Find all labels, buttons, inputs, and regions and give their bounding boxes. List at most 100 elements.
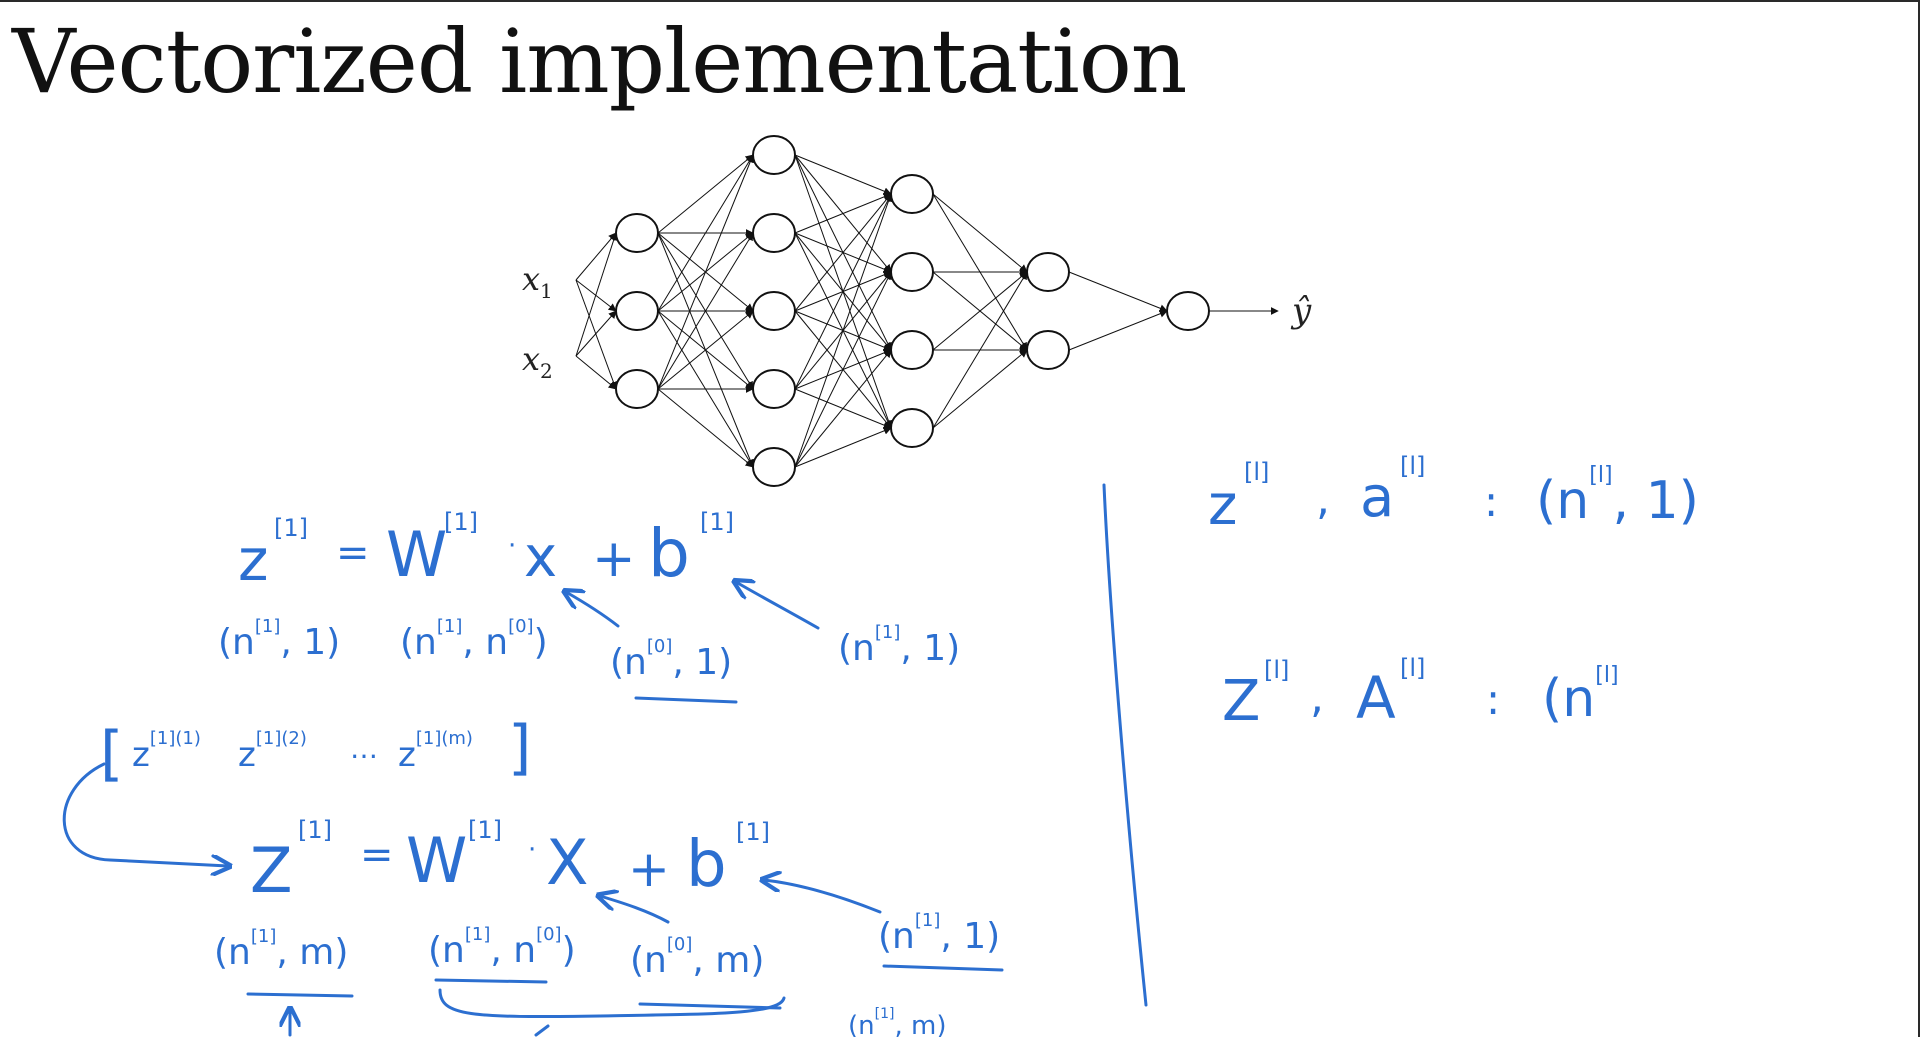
neuron-l3-0 [1026, 252, 1070, 292]
edge-l2-3-1 [932, 349, 1028, 429]
eq1-w-sup: [1] [444, 508, 478, 536]
edge-l0-2-0 [657, 154, 754, 390]
eq2-equals: = [360, 832, 394, 878]
edge-l0-1-0 [657, 154, 754, 312]
neuron-l3-1 [1026, 330, 1070, 370]
eq2-b: b [686, 828, 727, 902]
edge-l0-2-4 [657, 388, 754, 468]
arrow-up-partial [534, 1024, 550, 1037]
underline-dim1-x [634, 696, 738, 704]
right1-dim: (n[l], 1) [1536, 463, 1699, 531]
neuron-l2-2 [890, 330, 934, 370]
dim1-b: (n[1], 1) [838, 622, 960, 669]
arrow-stack-to-Z [62, 762, 228, 866]
neuron-l2-0 [890, 174, 934, 214]
stack-z1: z[1](1) [132, 728, 201, 775]
eq1-b: b [648, 515, 690, 592]
neuron-l1-3 [752, 369, 796, 409]
eq1-w: W [386, 518, 447, 591]
edge-l1-0-0 [794, 154, 892, 195]
neuron-l4-0 [1166, 291, 1210, 331]
edge-l1-2-0 [794, 193, 892, 312]
arrow-x-dim [566, 592, 620, 628]
dim-bottom-partial: (n[1], m) [848, 1006, 946, 1037]
neuron-l0-0 [615, 213, 659, 253]
right2-A-sup: [l] [1400, 654, 1425, 682]
neuron-l1-4 [752, 447, 796, 487]
eq2-w-sup: [1] [468, 816, 502, 844]
dim2-W: (n[1], n[0]) [428, 924, 576, 971]
eq1-plus: + [592, 529, 636, 589]
eq2-w: W [406, 824, 467, 897]
equation-vectorized: Z [1] = W [1] · X + b [1] [250, 816, 770, 907]
edge-l1-4-1 [794, 271, 892, 468]
edge-l2-0-0 [932, 193, 1028, 273]
stack-dots: … [350, 732, 378, 765]
edge-l0-0-0 [657, 154, 754, 234]
equation-single-example: z [1] = W [1] · x + b [1] [238, 508, 734, 594]
edge-l1-4-0 [794, 193, 893, 468]
right1-z-sup: [l] [1244, 458, 1269, 486]
eq1-x: x [524, 525, 557, 590]
arrow-X-dim [600, 896, 670, 924]
underline-dim2-Z [246, 992, 354, 998]
right1-a-sup: [l] [1400, 452, 1425, 480]
right2-comma: , [1310, 672, 1324, 723]
edge-l2-3-0 [932, 271, 1028, 429]
neuron-l1-0 [752, 135, 796, 175]
eq2-X: X [546, 826, 588, 899]
eq1-z: z [238, 526, 268, 594]
right1-comma: , [1316, 474, 1330, 525]
dim2-X: (n[0], m) [630, 934, 764, 981]
neuron-l1-2 [752, 291, 796, 331]
eq2-b-sup: [1] [736, 818, 770, 846]
underline-dim2-X [638, 1002, 782, 1010]
underline-dim2-W [434, 978, 548, 984]
dims-row-single: (n[1], 1) (n[1], n[0]) (n[0], 1) (n[1], … [218, 582, 960, 704]
slide-title: Vectorized implementation [12, 10, 1187, 113]
edge-l1-3-0 [794, 193, 892, 390]
input-edge-0-2 [575, 279, 618, 390]
dim1-x: (n[0], 1) [610, 636, 732, 683]
divider-line [1102, 483, 1148, 1007]
network-nodes [615, 135, 1210, 487]
eq1-equals: = [336, 530, 370, 576]
arrow-b2-dim [764, 880, 882, 914]
right1-colon: : [1484, 477, 1498, 526]
edge-l1-1-0 [794, 193, 892, 234]
arrow-b-dim [736, 582, 820, 630]
input-edge-1-1 [575, 310, 617, 357]
edge-l1-4-2 [794, 349, 892, 468]
eq1-dot: · [508, 531, 516, 561]
eq1-b-sup: [1] [700, 508, 734, 536]
input-edge-0-0 [575, 232, 617, 281]
right2-Z: Z [1222, 669, 1260, 734]
stack-open-bracket: [ [100, 719, 123, 789]
underline-dim2-b [882, 964, 1004, 972]
eq1-z-sup: [1] [274, 514, 308, 542]
stack-close-bracket: ] [508, 713, 531, 783]
input-edge-1-2 [575, 355, 617, 390]
edge-l0-2-2 [657, 310, 754, 390]
neuron-l2-3 [890, 408, 934, 448]
right2-dim: (n[l] [1542, 663, 1619, 729]
eq2-Z-sup: [1] [298, 816, 332, 844]
edge-l1-4-3 [794, 427, 892, 468]
edge-l3-0-0 [1068, 271, 1168, 313]
input-x1-label: x1 [522, 260, 553, 303]
eq2-plus: + [628, 840, 670, 898]
input-x2-label: x2 [522, 340, 553, 383]
brace-W-X [438, 988, 786, 1019]
input-edge-1-0 [575, 232, 618, 357]
neuron-l0-2 [615, 369, 659, 409]
right1-z: z [1208, 473, 1237, 538]
stack-zm: z[1](m) [398, 728, 473, 775]
right2-Z-sup: [l] [1264, 656, 1289, 684]
dims-row-vectorized: (n[1], m) (n[1], n[0]) (n[0], m) (n[1], … [214, 880, 1004, 1037]
output-yhat-label: ŷ [1290, 291, 1312, 331]
dim1-w: (n[1], n[0]) [400, 616, 548, 663]
neuron-l0-1 [615, 291, 659, 331]
neuron-l1-1 [752, 213, 796, 253]
neural-network-diagram: x1 x2 ŷ [522, 135, 1312, 487]
